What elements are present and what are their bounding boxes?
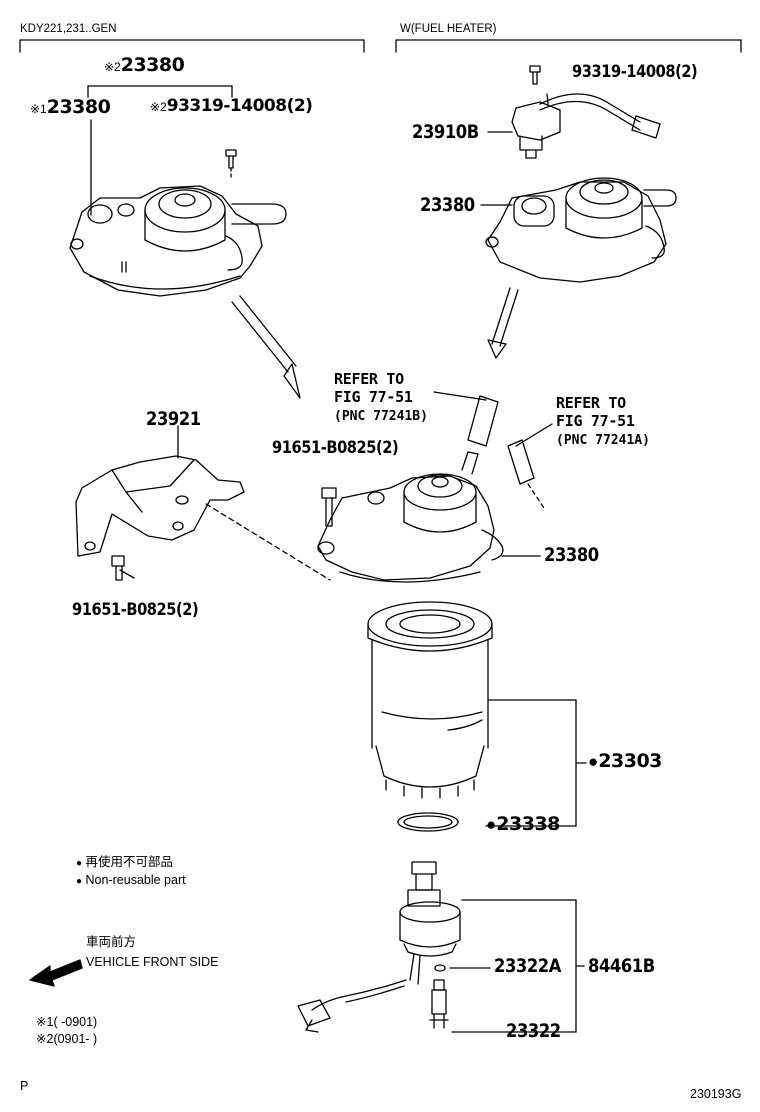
legend-front-jp: 車両前方 [86, 935, 137, 949]
bolt-lower [111, 555, 135, 581]
arrow-left-to-main [231, 295, 301, 399]
legend-note2: ※2(0901- ) [36, 1032, 98, 1046]
legend-nonreusable-jp: ● 再使用不可部品 [76, 855, 174, 869]
filter-element [367, 601, 493, 799]
legend-note1: ※1( -0901) [36, 1015, 98, 1029]
ref-a-line3: (PNC 77241A) [556, 433, 650, 448]
label-housing-right: 23380 [420, 194, 475, 216]
gasket [397, 812, 459, 832]
header-rule-right [395, 39, 742, 53]
leader-bracket-sensor [451, 899, 585, 1033]
screw-left [225, 149, 237, 179]
bolt-upper [321, 487, 337, 527]
leader-bracket-filter [485, 699, 587, 827]
label-switch: 23322 [506, 1020, 561, 1042]
filter-head-main [317, 451, 504, 583]
legend-front-en: VEHICLE FRONT SIDE [86, 955, 219, 969]
label-bracket: 23921 [146, 408, 201, 430]
label-housing-main: 23380 [544, 544, 599, 566]
ref-b-line1: REFER TO [334, 370, 404, 388]
page-letter: P [20, 1079, 29, 1093]
ref-a-line2: FIG 77-51 [556, 412, 635, 430]
label-gasket: ●23338 [486, 813, 560, 835]
switch [429, 979, 449, 1029]
label-bolt-upper: 91651-B0825(2) [272, 438, 399, 458]
ref-b-line2: FIG 77-51 [334, 388, 413, 406]
filter-head-left [69, 185, 287, 297]
label-sensor-assy: 84461B [588, 955, 655, 977]
ref-a-line1: REFER TO [556, 394, 626, 412]
front-arrow [29, 959, 83, 987]
label-housing-left: ※123380 [30, 96, 111, 118]
figure-code: 230193G [690, 1087, 742, 1101]
arrow-right-to-main [487, 287, 519, 359]
label-screw-left: ※293319-14008(2) [150, 96, 313, 116]
header-fuel-heater: W(FUEL HEATER) [400, 23, 497, 35]
fuel-heater [511, 93, 661, 159]
leader-top-assy [87, 85, 233, 216]
label-heater: 23910B [412, 121, 479, 143]
label-filter-element: ●23303 [588, 750, 662, 772]
header-rule-left [19, 39, 365, 53]
header-model-range: KDY221,231..GEN [20, 23, 117, 35]
hose-b [433, 391, 499, 447]
label-bolt-lower: 91651-B0825(2) [72, 600, 199, 620]
hose-a [507, 423, 553, 509]
ref-b-line3: (PNC 77241B) [334, 409, 428, 424]
bracket [75, 425, 331, 581]
sensor-assembly [297, 861, 461, 1033]
label-screw-right: 93319-14008(2) [572, 62, 698, 82]
screw-right [529, 65, 541, 85]
label-oring: 23322A [494, 955, 561, 977]
oring [434, 964, 446, 972]
label-top-assy: ※223380 [104, 54, 185, 76]
legend-nonreusable-en: ● Non-reusable part [76, 873, 186, 887]
filter-head-right [485, 177, 677, 283]
